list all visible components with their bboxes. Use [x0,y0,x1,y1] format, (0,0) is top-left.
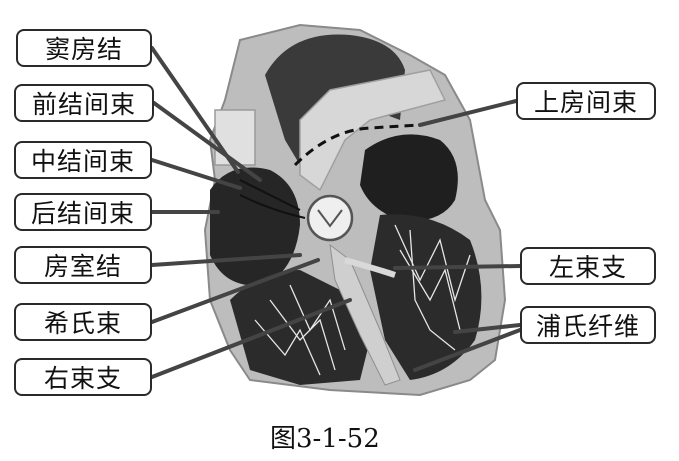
pulmonary-trunk [299,69,447,192]
figure-caption: 图3-1-52 [270,424,380,454]
interventricular-septum [329,243,401,386]
left-bundle-tract [344,257,396,278]
label-left-bundle-branch: 左束支 [520,247,656,285]
internodal-tracts [239,179,306,219]
label-bundle-of-his: 希氏束 [14,303,152,341]
interatrial-bundle-path [293,123,421,167]
label-purkinje-fibers: 浦氏纤维 [520,306,656,344]
pointer-lines [150,46,522,379]
av-valve-leaflets [317,209,343,228]
left-atrium [360,134,458,221]
av-valve-ring [306,194,354,242]
label-middle-internodal-tract: 中结间束 [14,141,152,179]
superior-vena-cava [214,109,256,166]
left-ventricle [370,214,482,380]
label-interatrial-bundle: 上房间束 [516,82,656,120]
label-sinoatrial-node: 窦房结 [16,29,152,67]
label-av-node: 房室结 [14,246,152,284]
label-right-bundle-branch: 右束支 [14,358,152,396]
trabeculae [254,224,471,376]
label-posterior-internodal-tract: 后结间束 [14,193,152,231]
label-anterior-internodal-tract: 前结间束 [14,84,154,122]
right-ventricle [230,270,370,385]
